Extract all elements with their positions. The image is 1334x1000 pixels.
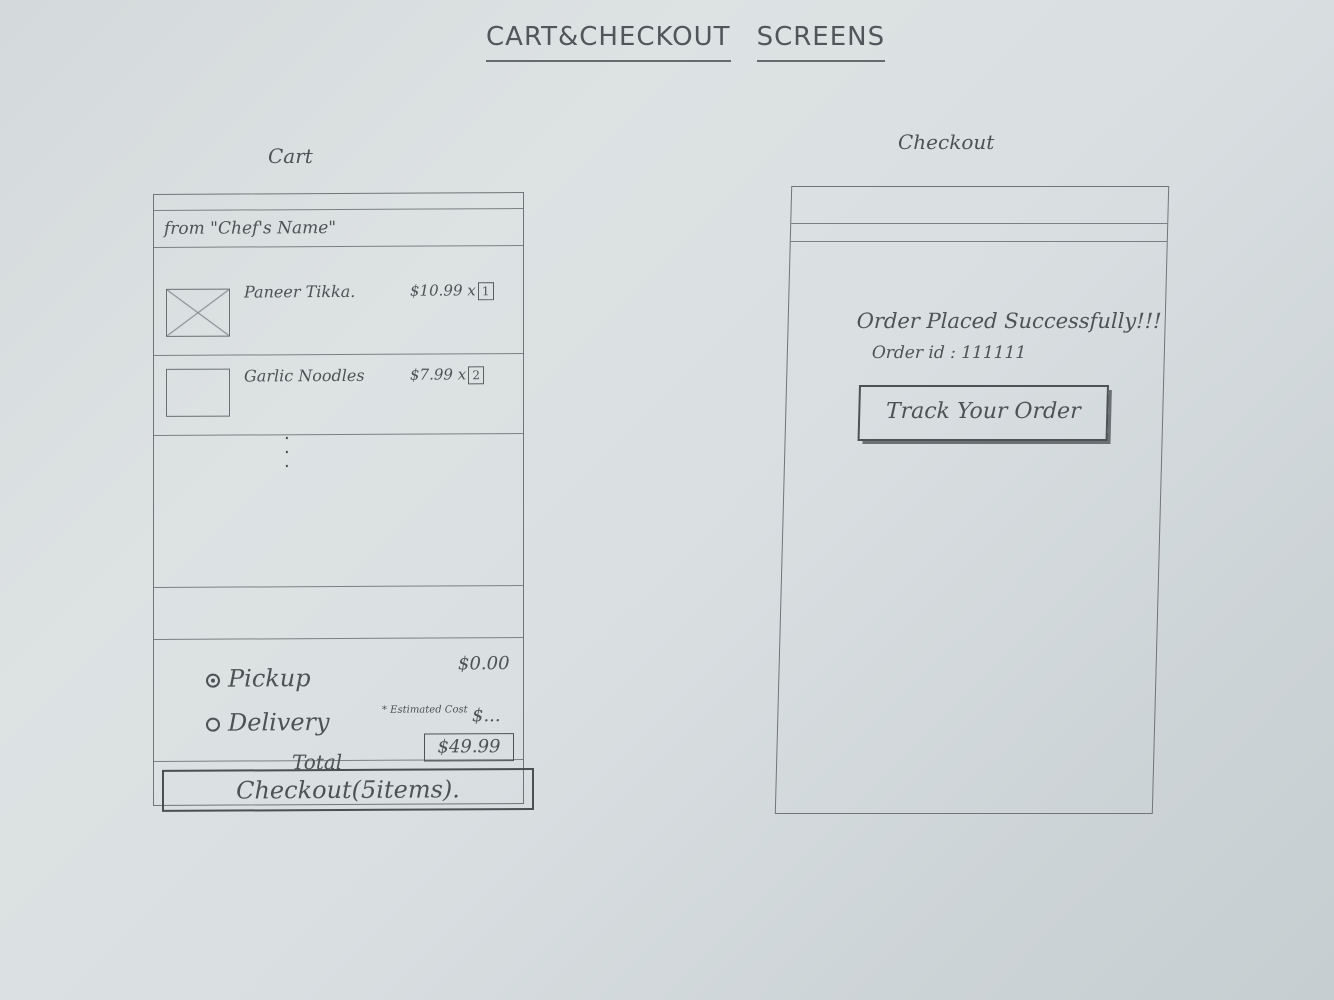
delivery-label: Delivery xyxy=(228,708,330,737)
track-order-button[interactable]: Track Your Order xyxy=(857,385,1110,441)
page-title-part1: CART&CHECKOUT xyxy=(486,22,731,62)
item-name: Paneer Tikka. xyxy=(244,281,356,302)
checkout-screen-label: Checkout xyxy=(898,130,995,154)
chef-name-header: from "Chef's Name" xyxy=(164,218,337,239)
header-divider xyxy=(790,241,1167,242)
page-title-part2: SCREENS xyxy=(756,22,886,62)
delivery-price: $... xyxy=(472,705,501,727)
total-value: $49.99 xyxy=(424,733,514,762)
cart-screen-label: Cart xyxy=(268,144,313,168)
quantity-box[interactable]: 2 xyxy=(468,366,485,385)
checkout-button[interactable]: Checkout(5items). xyxy=(162,767,534,812)
list-divider xyxy=(154,585,523,588)
pickup-option[interactable]: Pickup xyxy=(206,664,311,693)
pickup-price: $0.00 xyxy=(458,653,510,675)
cart-screen: from "Chef's Name" Paneer Tikka. $10.99 … xyxy=(153,192,534,812)
estimated-cost-note: * Estimated Cost xyxy=(382,704,468,716)
status-bar-divider xyxy=(154,208,523,211)
status-bar-divider xyxy=(791,223,1168,224)
item-image-placeholder xyxy=(166,288,230,337)
quantity-box[interactable]: 1 xyxy=(477,282,494,301)
list-divider xyxy=(154,637,523,640)
delivery-option[interactable]: Delivery xyxy=(206,708,330,737)
pickup-radio-icon[interactable] xyxy=(206,673,220,688)
order-id-label: Order id : 111111 xyxy=(871,343,1027,363)
order-success-message: Order Placed Successfully!!! xyxy=(856,309,1162,333)
pickup-label: Pickup xyxy=(228,664,311,693)
item-price-text: $7.99 x xyxy=(410,365,467,384)
item-image-placeholder xyxy=(166,368,230,417)
delivery-radio-icon[interactable] xyxy=(206,717,220,732)
more-items-indicator: ··· xyxy=(284,428,290,478)
item-name: Garlic Noodles xyxy=(244,365,365,386)
page-title: CART&CHECKOUT SCREENS xyxy=(486,22,886,62)
checkout-screen: Order Placed Successfully!!! Order id : … xyxy=(774,186,1170,814)
item-price-text: $10.99 x xyxy=(410,281,476,300)
